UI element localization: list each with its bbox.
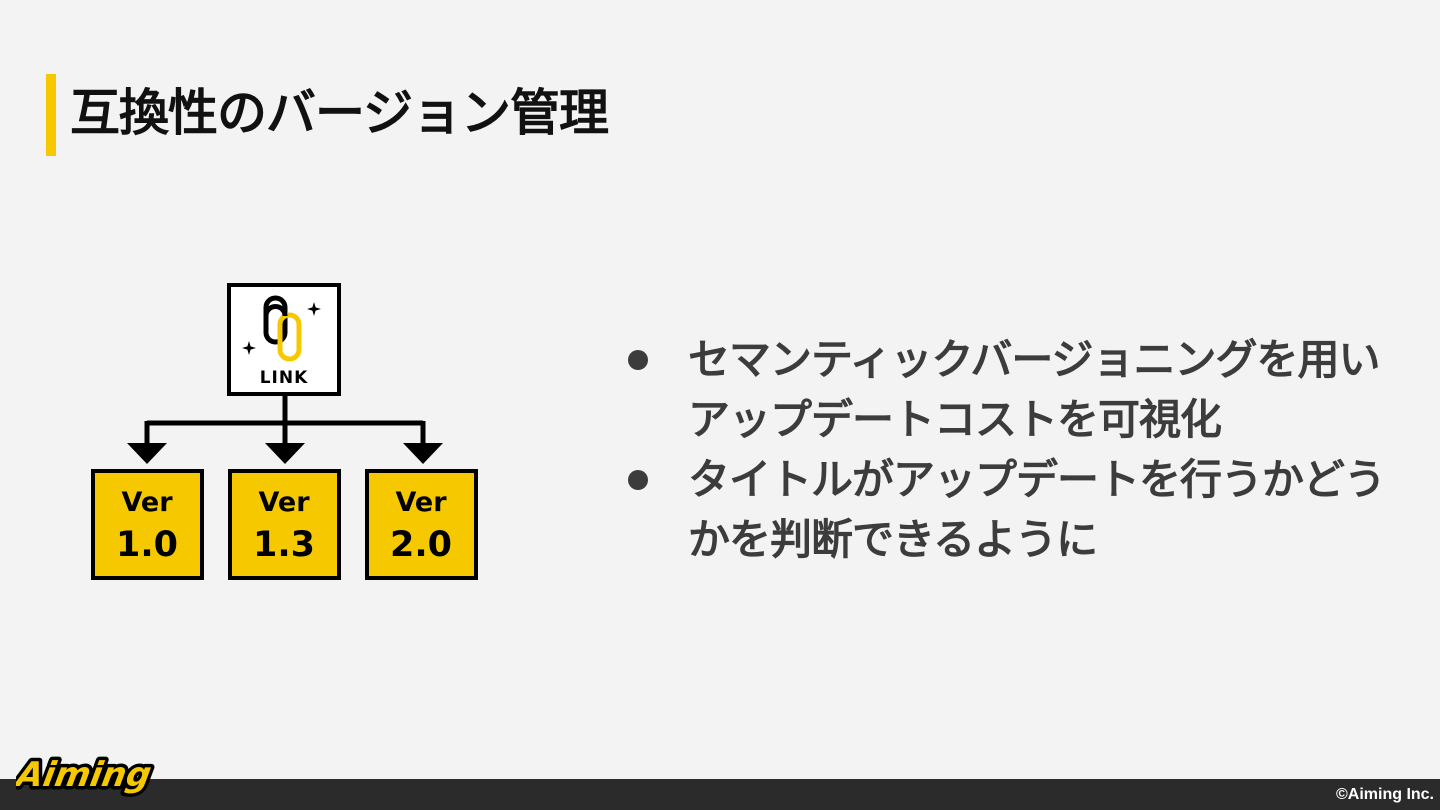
bullet-dot-icon [628, 350, 648, 370]
svg-text:Aiming: Aiming [16, 755, 154, 795]
version-label-line1: Ver [258, 487, 310, 518]
arrow-down-icon [265, 443, 305, 464]
bullet-item: セマンティックバージョニングを用いアップデートコストを可視化 [624, 330, 1404, 450]
link-chain-icon [242, 295, 321, 362]
slide-title: 互換性のバージョン管理 [70, 84, 609, 142]
version-label-line1: Ver [395, 487, 447, 518]
version-node: Ver 2.0 [365, 469, 478, 580]
arrow-down-icon [403, 443, 443, 464]
title-accent-bar [46, 74, 56, 156]
link-root-node: LINK [227, 283, 341, 396]
bullet-dot-icon [628, 470, 648, 490]
version-number: 2.0 [390, 525, 452, 565]
link-root-label: LINK [260, 368, 309, 388]
arrow-down-icon [127, 443, 167, 464]
version-number: 1.3 [253, 525, 315, 565]
version-node: Ver 1.0 [91, 469, 204, 580]
connector-lines [144, 396, 426, 446]
copyright-text: ©Aiming Inc. [1335, 786, 1434, 803]
bullet-text: タイトルがアップデートを行うかどうかを判断できるように [688, 455, 1386, 564]
version-node: Ver 1.3 [228, 469, 341, 580]
bullet-text: セマンティックバージョニングを用いアップデートコストを可視化 [688, 335, 1381, 444]
version-label-line1: Ver [121, 487, 173, 518]
bullet-list: セマンティックバージョニングを用いアップデートコストを可視化 タイトルがアップデ… [624, 330, 1404, 570]
connector-arrowheads [127, 443, 443, 464]
version-number: 1.0 [116, 525, 178, 565]
aiming-logo: Aiming [16, 752, 156, 799]
bullet-item: タイトルがアップデートを行うかどうかを判断できるように [624, 450, 1404, 570]
footer-bar: ©Aiming Inc. [0, 779, 1440, 810]
